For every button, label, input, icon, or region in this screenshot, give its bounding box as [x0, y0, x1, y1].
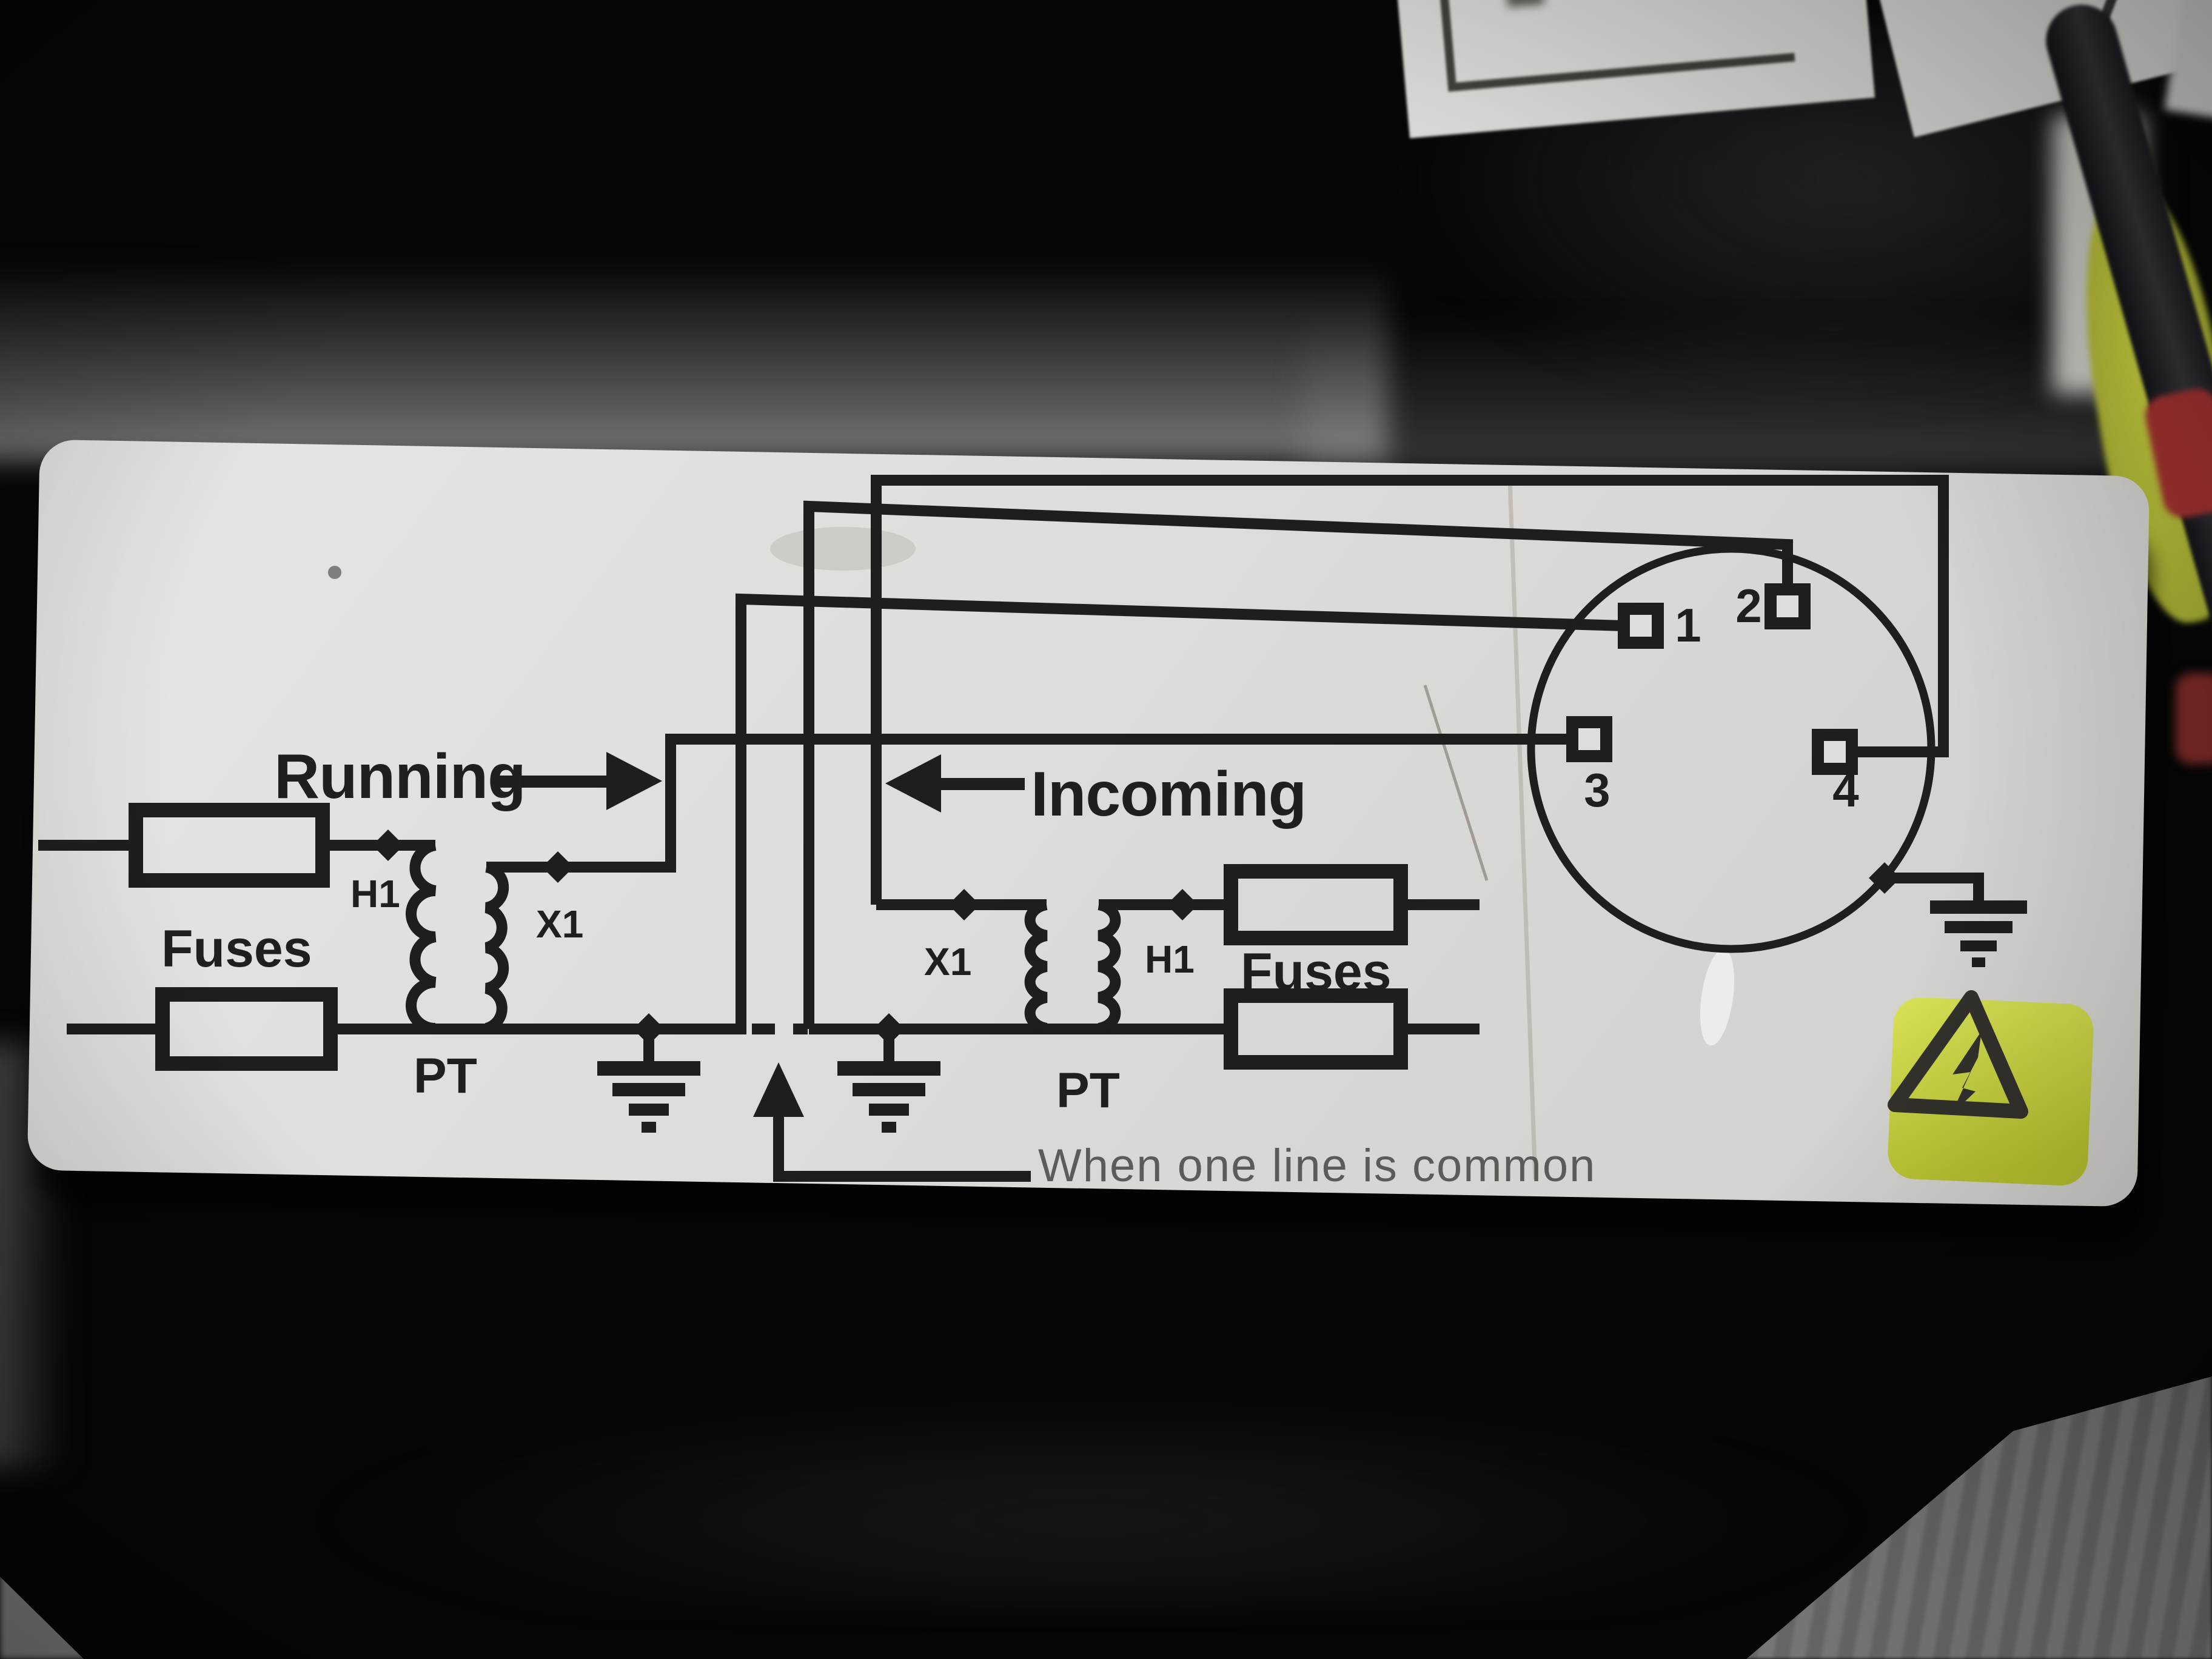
pt-left-secondary-winding — [484, 862, 509, 1034]
junction-h1-left — [372, 830, 404, 861]
incoming-label: Incoming — [1031, 759, 1306, 830]
arrows — [492, 752, 1025, 1117]
terminal-1-label: 1 — [1675, 598, 1701, 652]
wire-incoming-x1-to-terminal4 — [871, 475, 1949, 905]
fuses-left-label: Fuses — [161, 920, 312, 978]
junction-circle-ground — [1869, 862, 1900, 894]
connector-terminals — [1566, 583, 1858, 775]
junction-h1-right — [1167, 889, 1198, 920]
h1-left-label: H1 — [350, 872, 400, 916]
fuse-right-bottom — [1224, 988, 1408, 1070]
body-lower-sheen — [303, 1382, 1880, 1613]
connector-circle — [1527, 545, 1936, 953]
terminal-square-2 — [1765, 583, 1811, 629]
red-connector-lower — [2176, 673, 2212, 764]
arrow-up-icon — [753, 1062, 804, 1117]
terminal-4-label: 4 — [1832, 763, 1858, 817]
junction-ground-right — [873, 1013, 905, 1045]
running-label: Running — [274, 742, 526, 812]
wire-running-ground-to-terminal1 — [67, 593, 1624, 1034]
pt-left-primary-winding — [406, 840, 437, 1034]
pt-right-secondary-winding — [1024, 899, 1048, 1034]
fuse-right-top — [1224, 864, 1408, 945]
earth-ground-icon — [837, 1061, 940, 1133]
x1-left-label: X1 — [536, 902, 583, 946]
arrow-left-icon — [885, 754, 941, 813]
junction-x1-right — [948, 889, 980, 920]
junction-x1-left — [542, 851, 574, 883]
arrow-left-shaft — [940, 778, 1025, 790]
terminal-square-4 — [1812, 729, 1858, 775]
fuse-left-top — [129, 803, 330, 888]
h1-right-label: H1 — [1145, 937, 1195, 981]
wire-running-x1-to-terminal3 — [486, 734, 1572, 873]
wire-incoming-ground-to-terminal2 — [803, 500, 1793, 1029]
junction-ground-left — [633, 1013, 665, 1045]
pt-left-label: PT — [414, 1048, 477, 1104]
pt-right-primary-winding — [1098, 899, 1121, 1034]
wire-circle-ground — [1885, 873, 1984, 900]
terminal-square-1 — [1618, 603, 1664, 649]
fuses-right-label: Fuses — [1241, 943, 1392, 1001]
pt-right-label: PT — [1056, 1063, 1120, 1118]
common-line-note: When one line is common — [1038, 1140, 1596, 1191]
junction-dots — [372, 830, 1900, 1045]
terminal-square-3 — [1566, 716, 1612, 762]
arrow-right-shaft — [492, 776, 614, 788]
earth-ground-icon — [597, 1061, 700, 1133]
body-sheen-left — [0, 261, 1389, 461]
terminal-2-label: 2 — [1735, 579, 1761, 632]
x1-right-label: X1 — [924, 940, 971, 984]
arrow-right-icon — [606, 752, 662, 810]
note-pointer-line — [773, 1114, 1031, 1182]
terminal-3-label: 3 — [1584, 763, 1610, 817]
high-voltage-warning-icon — [1888, 990, 2028, 1119]
fuse-left-bottom — [155, 987, 338, 1071]
earth-ground-icon — [1930, 900, 2027, 967]
